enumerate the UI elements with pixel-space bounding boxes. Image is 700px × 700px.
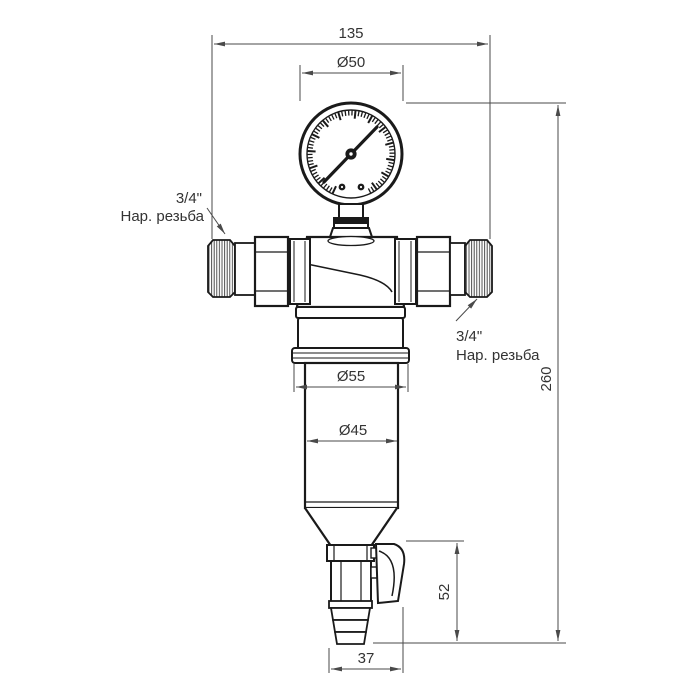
gauge-ticks — [307, 110, 395, 194]
leader-line — [455, 298, 478, 322]
valve-handle — [374, 543, 406, 605]
right-union-nut — [415, 235, 452, 308]
bowl-cone — [304, 507, 398, 548]
left-pipe — [234, 242, 257, 296]
dim-overall-height: 260 — [373, 102, 566, 644]
left-thread-size-label: 3/4" — [176, 190, 202, 207]
right-thread-type-label: Нар. резьба — [456, 347, 540, 364]
boss-base — [327, 235, 375, 247]
dim-overall-width-value: 135 — [338, 25, 363, 42]
spout-rib1 — [329, 607, 372, 621]
body-shoulder-line — [306, 263, 393, 293]
spout-rib3 — [333, 631, 368, 645]
body-outline — [295, 235, 406, 309]
dim-gauge-diameter: Ø50 — [299, 54, 404, 101]
spout-step — [328, 600, 373, 609]
spout-rib2 — [331, 619, 370, 633]
left-thread-callout: 3/4" Нар. резьба — [121, 190, 226, 235]
gauge-hub-center — [349, 152, 353, 156]
valve-body — [295, 227, 406, 309]
dim-drain-width: 37 — [328, 607, 404, 673]
gauge-screw-right-center — [359, 185, 363, 189]
gauge-stem-band — [335, 219, 367, 224]
left-connection — [207, 235, 311, 308]
drain-valve — [326, 543, 406, 645]
dim-bowl-diameter: Ø45 — [307, 422, 397, 444]
dim-overall-height-value: 260 — [538, 366, 555, 391]
leader-line — [206, 207, 226, 235]
dim-bowl-diameter-value: Ø45 — [339, 422, 367, 439]
right-pipe — [449, 242, 466, 296]
gauge-screw-left-center — [340, 185, 344, 189]
dim-overall-width: 135 — [211, 25, 491, 239]
bowl-collar — [295, 306, 406, 319]
right-thread-size-label: 3/4" — [456, 328, 482, 345]
dim-drain-height: 52 — [406, 540, 464, 641]
gauge-stem — [338, 203, 364, 220]
dim-flange-diameter-value: Ø55 — [337, 368, 365, 385]
dim-gauge-diameter-value: Ø50 — [337, 54, 365, 71]
left-thread-type-label: Нар. резьба — [121, 208, 205, 225]
bowl-flange — [291, 347, 410, 364]
left-union-nut — [253, 235, 290, 308]
left-thread — [207, 239, 236, 298]
pressure-gauge — [298, 101, 404, 231]
dimension-annotations: 135 Ø50 Ø55 Ø45 260 — [121, 25, 566, 673]
right-collar-ring — [394, 238, 417, 305]
right-connection — [394, 235, 493, 308]
bowl-cup — [297, 317, 404, 350]
right-thread — [464, 239, 493, 298]
dim-drain-width-value: 37 — [358, 650, 375, 667]
right-thread-callout: 3/4" Нар. резьба — [455, 298, 540, 364]
dim-drain-height-value: 52 — [436, 584, 453, 601]
dim-flange-diameter: Ø55 — [293, 364, 409, 392]
left-collar-ring — [289, 238, 311, 305]
valve-handle-inner — [378, 550, 395, 597]
valve-stem-body — [330, 560, 372, 603]
